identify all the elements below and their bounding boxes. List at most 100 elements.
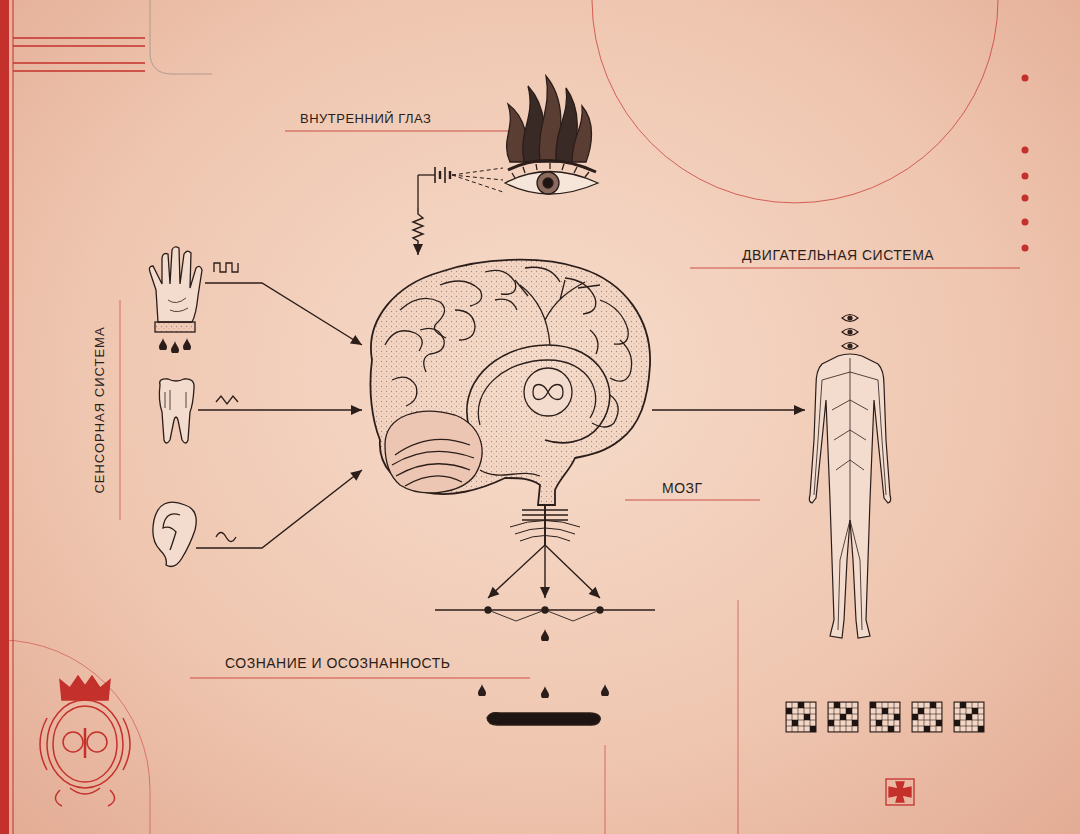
ear-icon [153, 502, 250, 566]
arrow-head [351, 405, 362, 415]
brain-drawing [455, 310, 475, 340]
crest-emblem [63, 732, 83, 752]
crest-emblem [40, 676, 130, 806]
flaming-eye [444, 167, 446, 183]
pixel-grids [828, 702, 858, 732]
arrow-head [794, 405, 805, 415]
crest-emblem [84, 728, 87, 758]
nervous-body [809, 354, 890, 638]
flaming-eye [537, 172, 559, 194]
tooth-icon [198, 409, 250, 410]
pixel-grids [786, 702, 984, 732]
flaming-eye [418, 174, 435, 175]
connector-arrow [488, 505, 600, 598]
ear-icon [163, 514, 180, 550]
node-label: ВНУТРЕННИЙ ГЛАЗ [300, 112, 431, 126]
pixel-grids [810, 726, 816, 732]
ear-icon [216, 533, 236, 542]
connector-arrow [652, 405, 805, 415]
nervous-body [842, 343, 858, 350]
paper-frame [592, 0, 998, 203]
arrow-head [413, 244, 423, 255]
paper-frame [120, 300, 121, 520]
brain-drawing [420, 328, 444, 372]
brain-drawing [467, 345, 610, 443]
consciousness-figure [435, 607, 655, 725]
pixel-grids [834, 702, 840, 708]
arrow-head [540, 587, 550, 598]
pixel-grids [786, 708, 792, 714]
diagram-node: СОЗНАНИЕ И ОСОЗНАННОСТЬ [430, 598, 660, 733]
brain-drawing [565, 278, 596, 314]
connector-arrow [413, 208, 423, 255]
red-dots [1022, 195, 1029, 202]
drop [478, 684, 486, 697]
pixel-grids [870, 702, 876, 708]
consciousness-figure [487, 713, 600, 726]
pixel-grids [954, 702, 984, 732]
brain-drawing [525, 267, 560, 282]
brain-drawing [440, 281, 482, 306]
connector-arrow [250, 470, 362, 548]
red-dots [1022, 75, 1029, 252]
diagram-node: ДВИГАТЕЛЬНАЯ СИСТЕМА [805, 305, 897, 645]
brain-drawing [478, 360, 595, 425]
arrow-head [350, 335, 362, 345]
crest-emblem [53, 706, 117, 782]
cross-emblem [886, 779, 914, 805]
node-label: СОЗНАНИЕ И ОСОЗНАННОСТЬ [225, 656, 450, 671]
tooth-icon [159, 379, 194, 443]
nervous-body [814, 358, 886, 630]
ear-icon [196, 547, 250, 548]
connector-arrow [250, 283, 362, 345]
connector-arrow [250, 405, 362, 415]
paper-frame [738, 600, 739, 834]
flaming-eye [452, 175, 503, 192]
pixel-grids [804, 714, 810, 720]
pixel-grids [936, 720, 942, 726]
tooth-icon [159, 379, 250, 443]
brain-drawing [495, 299, 517, 310]
crest-emblem [47, 700, 123, 788]
blood-drop [159, 338, 167, 351]
crest-emblem [40, 718, 130, 770]
pixel-grids [924, 726, 930, 732]
bleeding-hand [214, 263, 238, 272]
flaming-eye [417, 175, 418, 208]
pixel-grids [894, 714, 900, 720]
bleeding-hand [205, 282, 250, 283]
flaming-eye [439, 171, 441, 179]
node-label: СЕНСОРНАЯ СИСТЕМА [93, 326, 107, 493]
brain-drawing [590, 330, 598, 354]
brain-drawing [370, 260, 650, 541]
pixel-grids [912, 702, 942, 732]
paper-frame [0, 640, 150, 834]
paper-frame [0, 0, 9, 834]
brain-drawing [392, 377, 417, 406]
drop [541, 629, 549, 642]
brain-drawing [392, 439, 474, 486]
red-dots [1022, 173, 1029, 180]
brain-drawing [370, 260, 650, 505]
flaming-eye [508, 160, 596, 172]
arrow-head [488, 587, 499, 598]
paper-frame [13, 62, 145, 64]
bleeding-hand [149, 247, 250, 332]
pixel-grids [798, 702, 804, 708]
arrow-head [589, 587, 600, 598]
pixel-grids [870, 702, 900, 732]
ear-icon [153, 502, 196, 566]
blood-drop [171, 341, 179, 354]
pixel-grids [882, 708, 888, 714]
brain-drawing [524, 368, 572, 416]
paper-frame [0, 0, 1020, 834]
brain-drawing [485, 270, 516, 294]
flaming-eye [418, 76, 598, 208]
connector-line [413, 208, 423, 255]
brain-drawing [533, 385, 563, 400]
diagram-node: ВНУТРЕННИЙ ГЛАЗ [410, 70, 612, 208]
flaming-eye [543, 178, 553, 188]
paper-frame [13, 0, 14, 834]
